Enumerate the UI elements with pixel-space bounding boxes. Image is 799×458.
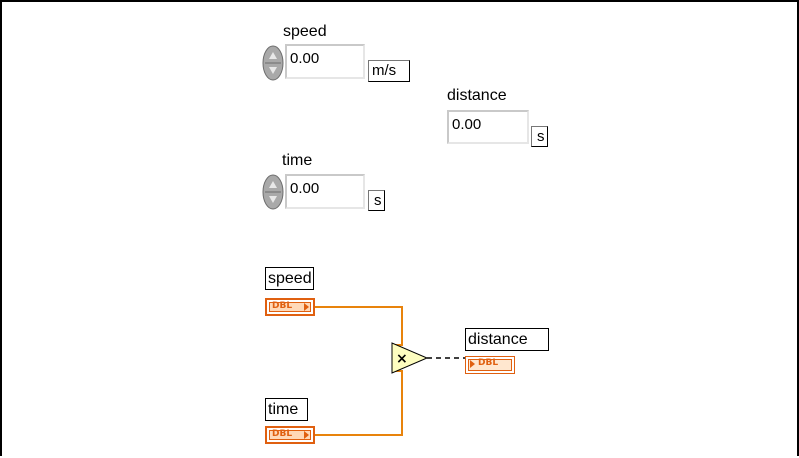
speed-wire — [314, 306, 403, 346]
speed-terminal-label[interactable]: speed — [265, 267, 314, 290]
time-unit-label[interactable]: s — [368, 190, 385, 211]
distance-terminal[interactable]: DBL — [465, 356, 515, 374]
time-control-label: time — [282, 152, 313, 169]
distance-unit-label[interactable]: s — [531, 126, 548, 147]
distance-indicator-label: distance — [447, 87, 507, 104]
time-terminal-type: DBL — [272, 429, 293, 439]
terminal-arrow-icon — [304, 431, 309, 439]
time-wire — [314, 370, 403, 436]
speed-unit-label[interactable]: m/s — [368, 60, 410, 82]
time-terminal-label[interactable]: time — [265, 398, 308, 421]
time-numeric-field[interactable]: 0.00 — [285, 174, 365, 209]
distance-terminal-label[interactable]: distance — [465, 328, 549, 351]
speed-terminal-type: DBL — [272, 301, 293, 311]
time-terminal[interactable]: DBL — [265, 426, 315, 444]
speed-increment-decrement-icon[interactable] — [261, 45, 285, 81]
multiply-function-icon — [391, 342, 429, 374]
multiply-symbol: × — [396, 351, 408, 367]
distance-numeric-display: 0.00 — [447, 110, 529, 144]
time-increment-decrement-icon[interactable] — [261, 174, 285, 210]
distance-terminal-type: DBL — [478, 358, 499, 368]
speed-numeric-field[interactable]: 0.00 — [285, 44, 365, 79]
speed-control-label: speed — [283, 23, 327, 40]
terminal-arrow-icon — [470, 360, 475, 368]
terminal-arrow-icon — [304, 303, 309, 311]
speed-terminal[interactable]: DBL — [265, 298, 315, 316]
